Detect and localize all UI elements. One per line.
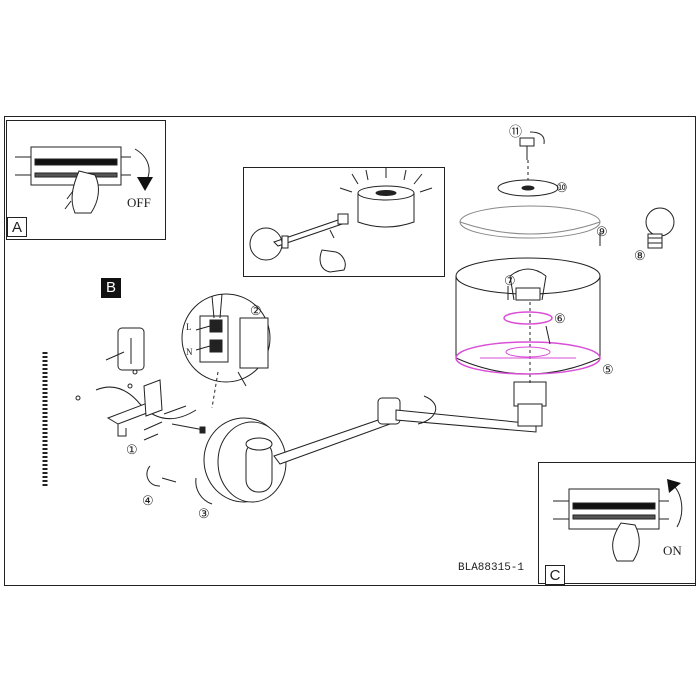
callout-3: ③ bbox=[198, 506, 210, 521]
model-code: BLA88315-1 bbox=[458, 562, 525, 574]
callout-2: ② bbox=[250, 303, 262, 318]
diagram-frame bbox=[4, 116, 696, 586]
callout-6: ⑥ bbox=[554, 311, 566, 326]
panel-a-tag: A bbox=[7, 217, 27, 237]
callout-7: ⑦ bbox=[504, 273, 516, 288]
breaker-off-illustration bbox=[15, 146, 153, 214]
callout-4: ④ bbox=[142, 493, 154, 508]
callout-8: ⑧ bbox=[634, 248, 646, 263]
panel-b-tag: B bbox=[101, 278, 121, 298]
callout-1: ① bbox=[126, 442, 138, 457]
breaker-on-illustration bbox=[553, 479, 683, 562]
off-label: OFF bbox=[127, 195, 151, 210]
callout-9: ⑨ bbox=[596, 224, 608, 239]
callout-10: ⑩ bbox=[556, 180, 568, 195]
panel-c: ON C bbox=[538, 462, 696, 585]
on-label: ON bbox=[663, 543, 682, 558]
live-terminal-label: L bbox=[186, 322, 192, 332]
panel-a: OFF A bbox=[6, 120, 166, 240]
lit-lamp-illustration bbox=[249, 168, 433, 273]
callout-5: ⑤ bbox=[602, 362, 614, 377]
panel-c-tag: C bbox=[545, 565, 565, 585]
neutral-terminal-label: N bbox=[186, 347, 193, 357]
callout-11: ⑪ bbox=[509, 124, 523, 139]
lit-lamp-inset bbox=[243, 167, 445, 277]
